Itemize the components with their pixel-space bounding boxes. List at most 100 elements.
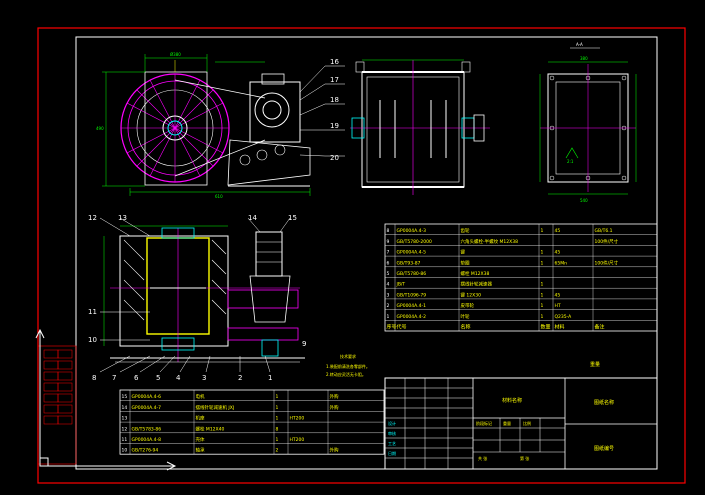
bom-cell-no: 14 (122, 405, 128, 411)
leader-1: 1 (268, 374, 272, 382)
bom-cell-no: 15 (122, 394, 128, 400)
bom-cell-code: GP0004A.4-8 (132, 437, 162, 443)
bom-cell-name: 电机 (196, 393, 205, 400)
bom-cell-code: GP0004A.4-5 (397, 250, 427, 256)
bom-cell-name: 键 12X30 (461, 291, 482, 298)
bom-cell-name: 垫圈 (461, 259, 470, 266)
leader-2: 2 (238, 374, 242, 382)
bom-cell-name: 螺栓 M12X38 (461, 270, 490, 277)
bom-cell-qty: 1 (541, 260, 544, 266)
bom-cell-code: GB/T5783-86 (132, 426, 162, 432)
stage-mark: 阶段标记 (476, 420, 492, 426)
bom-cell-mat: HT200 (290, 416, 305, 422)
bom-cell-code: GB/T5780-2000 (397, 239, 433, 245)
leader-6: 6 (134, 374, 139, 382)
bom-cell-no: 13 (122, 416, 128, 422)
bom-cell-mat: 45 (555, 292, 561, 298)
dim-height-left: 490 (96, 126, 104, 131)
leader-11: 11 (88, 308, 97, 316)
dim-end-base: 540 (580, 198, 588, 203)
bom-cell-name: 壳体 (196, 436, 205, 443)
bom-cell-name: 齿轮 (461, 227, 470, 234)
bom-cell-no: 6 (387, 260, 390, 266)
front-view: Ø380 490 610 16 17 18 19 20 (96, 52, 345, 199)
leader-12: 12 (88, 214, 97, 222)
leader-7: 7 (112, 374, 116, 382)
sheet-number: 第 张 (520, 455, 529, 461)
leader-15: 15 (288, 214, 297, 222)
side-stamps (37, 345, 77, 465)
bom-cell-code: GP0004A.4-6 (132, 394, 162, 400)
leader-17: 17 (330, 76, 339, 84)
leader-14: 14 (248, 214, 257, 222)
bom-cell-qty: 2 (276, 448, 279, 454)
bom-cell-qty: 1 (541, 228, 544, 234)
bom-header-cell: 序号 (387, 324, 397, 331)
ucs-icon (35, 328, 177, 471)
bom-cell-qty: 1 (541, 303, 544, 309)
leader-3: 3 (202, 374, 206, 382)
bom-cell-qty: 1 (541, 250, 544, 256)
bom-cell-code: GP0004A.4-7 (132, 405, 162, 411)
bom-cell-no: 9 (387, 239, 390, 245)
tech-notes-title: 技术要求 (340, 353, 356, 359)
bom-cell-note: 100件/尺寸 (595, 238, 619, 245)
section-view: 12 13 14 15 11 10 8 7 6 5 4 3 2 1 9 (88, 214, 306, 382)
end-view: A-A 380 540 2:1 (539, 42, 637, 203)
scale-label: 比例 (523, 420, 531, 426)
leader-20: 20 (330, 154, 339, 162)
sheet-total: 共 张 (478, 455, 487, 461)
bom-cell-note: 100件/尺寸 (595, 259, 619, 266)
bom-cell-code: GP0004A.4-1 (397, 303, 427, 309)
bom-cell-code: JB/T (396, 282, 406, 288)
bom-cell-code: GP0004A.4-2 (397, 314, 427, 320)
drawing-name: 图纸名称 (594, 399, 614, 406)
tech-notes: 技术要求 1.装配前清洗各零部件。 2.转动应灵活无卡阻。 (326, 353, 370, 377)
bom-cell-note: 外购 (330, 404, 339, 411)
bom-cell-no: 4 (387, 282, 390, 288)
bom-weight-header: 重量 (590, 361, 600, 368)
bom-header-cell: 材料 (555, 324, 565, 331)
title-block: 材料名称 图纸名称 图纸编号 阶段标记 重量 比例 共 张 第 张 设计 审核 … (384, 377, 658, 470)
bom-cell-qty: 1 (276, 394, 279, 400)
row-review: 审核 (388, 430, 396, 436)
bom-cell-mat: Q235-A (555, 314, 573, 320)
bom-cell-mat: 45 (555, 250, 561, 256)
bom-cell-qty: 8 (276, 426, 279, 432)
leader-4: 4 (176, 374, 181, 382)
bom-cell-name: 轴承 (196, 447, 205, 454)
leader-13: 13 (118, 214, 127, 222)
bom-cell-note: GB/T6.1 (595, 228, 613, 234)
bom-cell-qty: 1 (276, 437, 279, 443)
bom-cell-no: 3 (387, 292, 390, 298)
bom-cell-note: 外购 (330, 447, 339, 454)
bom-cell-no: 5 (387, 271, 390, 277)
bom-cell-mat: HT200 (290, 437, 305, 443)
bom-header-cell: 代号 (397, 324, 407, 331)
bom-cell-qty: 1 (276, 416, 279, 422)
bom-header-cell: 备注 (595, 324, 605, 331)
bom-cell-name: 螺栓 M12X40 (196, 425, 225, 432)
drawing-number: 图纸编号 (594, 445, 614, 452)
leader-8: 8 (92, 374, 96, 382)
weight-label: 重量 (503, 420, 511, 426)
leader-19: 19 (330, 122, 339, 130)
bom-cell-note: 外购 (330, 393, 339, 400)
inner-border (75, 36, 658, 470)
bom-cell-name: 摆线针轮减速器 (461, 281, 493, 288)
side-section-view (350, 59, 490, 195)
bom-cell-no: 11 (122, 437, 128, 443)
bom-cell-no: 10 (122, 448, 128, 454)
bom-cell-mat: HT (555, 303, 561, 309)
bom-cell-no: 1 (387, 314, 390, 320)
bom-cell-no: 7 (387, 250, 390, 256)
bom-cell-name: 皮带轮 (461, 302, 475, 309)
leader-9: 9 (302, 340, 306, 348)
bom-cell-name: 叶轮 (461, 313, 470, 320)
material-name: 材料名称 (502, 397, 522, 404)
dim-end-width: 380 (580, 56, 588, 61)
bom-cell-name: 键 (461, 249, 466, 256)
